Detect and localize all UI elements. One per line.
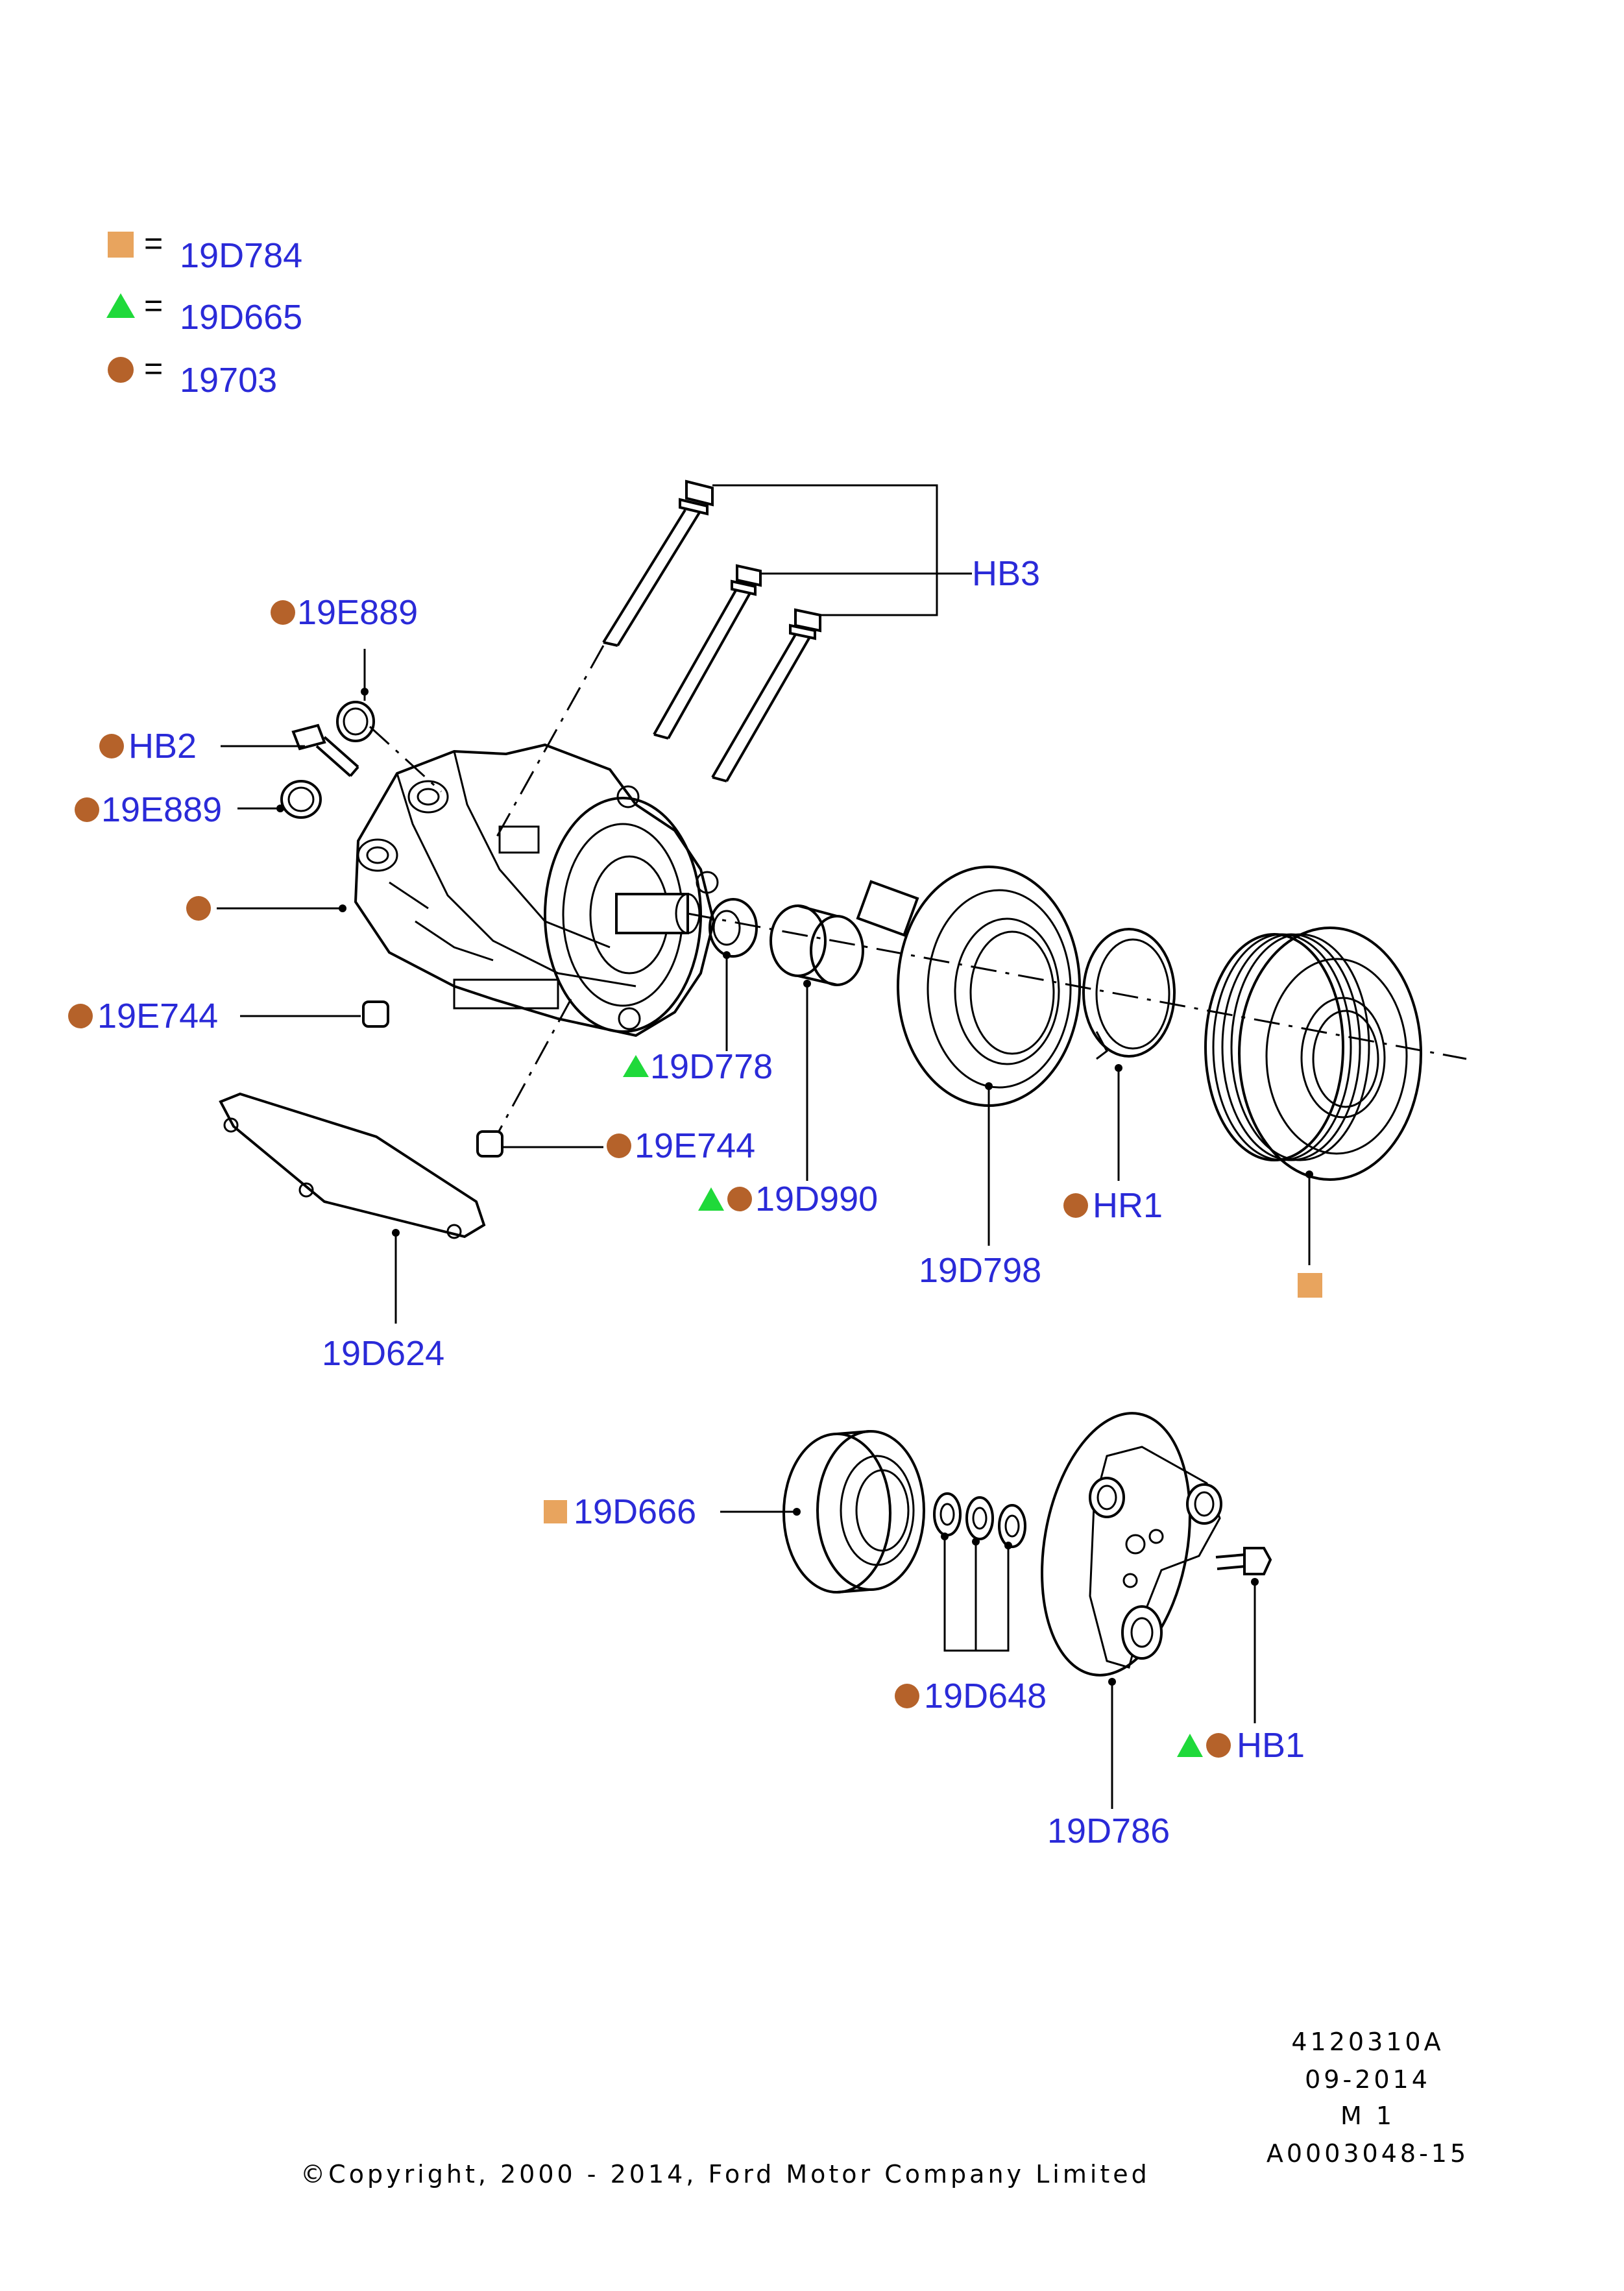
legend-code-triangle: 19D665 [180, 298, 302, 337]
label-hb3: HB3 [972, 554, 1040, 593]
bolt-drawing [711, 608, 821, 782]
label-hb2: HB2 [128, 727, 197, 766]
document-id: A0003048-15 [1266, 2139, 1469, 2168]
label-19e744-left: 19E744 [97, 997, 218, 1036]
leader-line [712, 484, 972, 616]
bolt-axis [492, 999, 572, 1143]
bolts-hb3: HB3 [602, 479, 1040, 782]
bolt-drawing [653, 564, 762, 740]
circle-marker-icon [271, 600, 295, 625]
bolt-drawing [602, 479, 714, 647]
compressor-body [354, 743, 719, 1037]
label-19d666: 19D666 [574, 1492, 696, 1531]
copyright-notice: ©Copyright, 2000 - 2014, Ford Motor Comp… [300, 2160, 1150, 2188]
bolt-axis [492, 645, 605, 844]
label-19e889-mid: 19E889 [101, 790, 222, 829]
circle-marker-icon [1206, 1733, 1231, 1758]
label-19e889-top: 19E889 [297, 593, 418, 632]
pulley-19d784 [1204, 927, 1422, 1298]
footer: 4120310A 09-2014 M 1 A0003048-15 ©Copyri… [300, 2028, 1469, 2188]
clip-19e889-mid: 19E889 [75, 780, 322, 829]
clip-axis [369, 725, 442, 793]
legend-equals: = [144, 350, 163, 387]
legend-square-icon [108, 232, 134, 258]
triangle-marker-icon [698, 1187, 724, 1211]
revision-date: 09-2014 [1305, 2065, 1431, 2094]
square-marker-icon [1298, 1273, 1322, 1298]
model-mark: M 1 [1340, 2102, 1395, 2130]
triangle-marker-icon [1177, 1734, 1203, 1757]
seal-19d778: 19D778 [623, 898, 773, 1086]
legend-code-square: 19D784 [180, 236, 302, 275]
hub-19d786: 19D786 [1041, 1412, 1222, 1850]
label-19d786: 19D786 [1047, 1812, 1170, 1850]
dowel-19e744-left: 19E744 [68, 997, 389, 1036]
center-axis [687, 912, 1467, 1060]
compressor-callout [186, 896, 346, 921]
label-hr1: HR1 [1093, 1186, 1163, 1225]
legend-code-circle: 19703 [180, 361, 277, 400]
label-hb1: HB1 [1237, 1726, 1305, 1765]
circle-marker-icon [895, 1684, 919, 1708]
field-coil-19d798: 19D798 [856, 866, 1081, 1290]
legend-triangle-icon [106, 293, 135, 318]
label-19e744-low: 19E744 [635, 1126, 755, 1165]
spacer-19d990: 19D990 [698, 904, 878, 1218]
label-19d798: 19D798 [919, 1251, 1041, 1290]
label-19d990: 19D990 [755, 1180, 878, 1218]
circle-marker-icon [727, 1187, 752, 1211]
circle-marker-icon [75, 797, 99, 822]
bearing-19d666: 19D666 [544, 1430, 925, 1594]
label-19d778: 19D778 [650, 1047, 773, 1086]
clip-19e889-top: 19E889 [271, 593, 418, 742]
circle-marker-icon [1063, 1193, 1088, 1218]
circle-marker-icon [99, 734, 124, 758]
bolt-hb1: HB1 [1177, 1547, 1305, 1765]
legend-equals: = [144, 287, 163, 324]
label-19d648: 19D648 [924, 1677, 1047, 1715]
legend-equals: = [144, 225, 163, 261]
dowel-19e744-low: 19E744 [476, 1126, 755, 1165]
bracket-19d624: 19D624 [219, 1092, 486, 1373]
triangle-marker-icon [623, 1055, 649, 1077]
legend: = 19D784 = 19D665 = 19703 [106, 225, 302, 400]
circle-marker-icon [607, 1133, 631, 1158]
legend-circle-icon [108, 357, 134, 383]
square-marker-icon [544, 1500, 567, 1523]
circle-marker-icon [186, 896, 211, 921]
shims-19d648: 19D648 [895, 1492, 1047, 1715]
reference-number: 4120310A [1291, 2028, 1444, 2056]
snap-ring-hr1: HR1 [1063, 928, 1176, 1225]
bolt-hb2: HB2 [99, 723, 359, 777]
circle-marker-icon [68, 1004, 93, 1028]
label-19d624: 19D624 [322, 1334, 444, 1373]
